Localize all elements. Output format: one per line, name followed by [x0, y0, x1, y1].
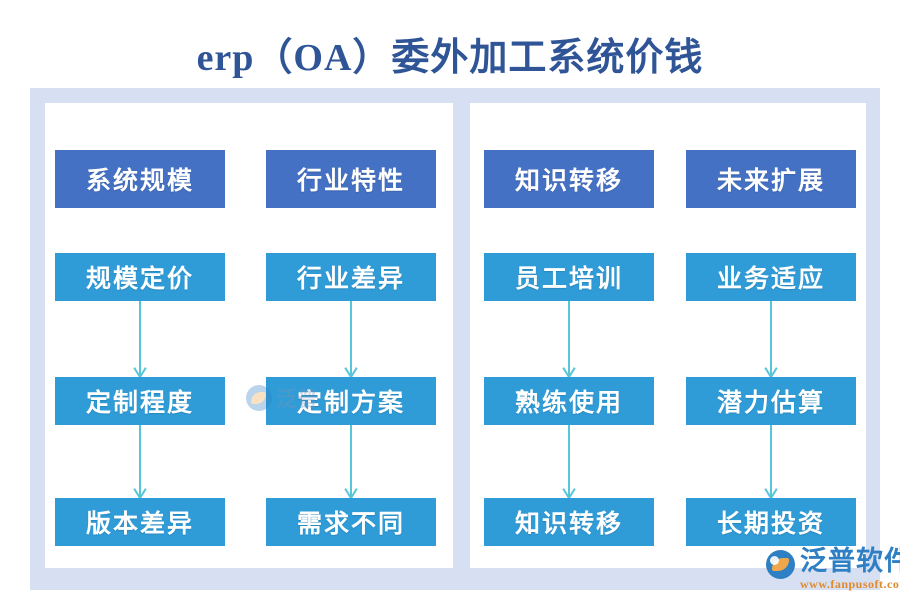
node-step-different-requirements[interactable]: 需求不同: [266, 498, 436, 546]
arrow-down-icon: [133, 425, 147, 498]
arrow-down-icon: [344, 425, 358, 498]
node-step-customization-plan[interactable]: 定制方案: [266, 377, 436, 425]
node-header-system-scale[interactable]: 系统规模: [55, 150, 225, 208]
node-header-industry-traits[interactable]: 行业特性: [266, 150, 436, 208]
logo-company-name: 泛普软件: [800, 546, 900, 576]
brand-logo: 泛普软件 www.fanpusoft.com: [766, 548, 900, 590]
node-step-customization-level[interactable]: 定制程度: [55, 377, 225, 425]
page-title: erp（OA）委外加工系统价钱: [196, 37, 704, 79]
node-header-knowledge-transfer[interactable]: 知识转移: [484, 150, 654, 208]
arrow-down-icon: [562, 425, 576, 498]
arrow-down-icon: [344, 301, 358, 377]
node-step-knowledge-transfer[interactable]: 知识转移: [484, 498, 654, 546]
fanpu-logo-icon: [766, 550, 795, 579]
arrow-down-icon: [133, 301, 147, 377]
node-header-future-expansion[interactable]: 未来扩展: [686, 150, 856, 208]
node-step-scale-pricing[interactable]: 规模定价: [55, 253, 225, 301]
node-step-long-term-investment[interactable]: 长期投资: [686, 498, 856, 546]
node-step-business-adaptation[interactable]: 业务适应: [686, 253, 856, 301]
node-step-staff-training[interactable]: 员工培训: [484, 253, 654, 301]
logo-text-block: 泛普软件 www.fanpusoft.com: [800, 546, 900, 591]
node-step-version-difference[interactable]: 版本差异: [55, 498, 225, 546]
node-step-proficient-use[interactable]: 熟练使用: [484, 377, 654, 425]
logo-website-url: www.fanpusoft.com: [800, 577, 900, 591]
group-divider: [453, 103, 470, 568]
arrow-down-icon: [562, 301, 576, 377]
arrow-down-icon: [764, 301, 778, 377]
node-step-industry-difference[interactable]: 行业差异: [266, 253, 436, 301]
arrow-down-icon: [764, 425, 778, 498]
node-step-potential-estimation[interactable]: 潜力估算: [686, 377, 856, 425]
